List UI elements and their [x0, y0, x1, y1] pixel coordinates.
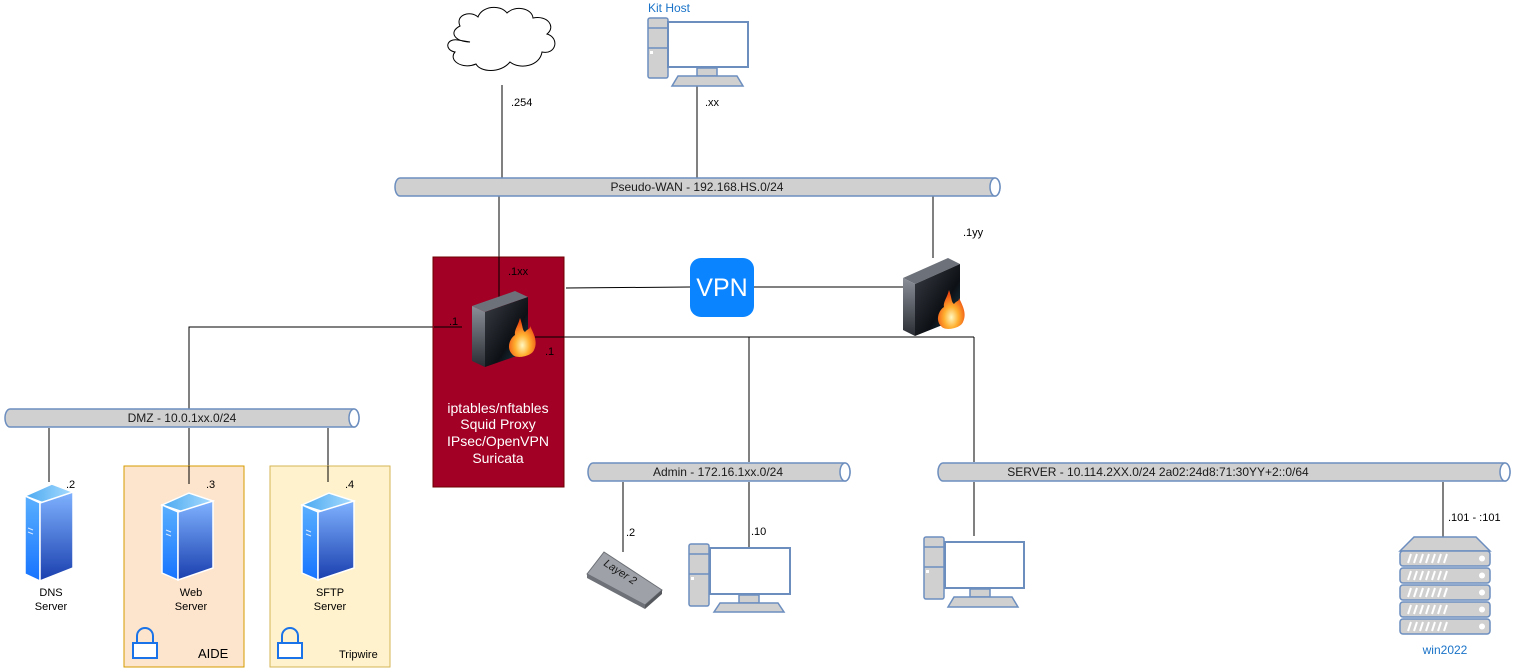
pipe-dmz-label: DMZ - 10.0.1xx.0/24 [128, 411, 237, 425]
connections [48, 85, 1444, 552]
dns-server-name-line2: Server [35, 601, 68, 613]
web-server-ip: .3 [206, 479, 215, 491]
pipe-admin: Admin - 172.16.1xx.0/24 [587, 462, 851, 482]
vpn-label: VPN [696, 274, 747, 302]
server-net-pc-icon[interactable] [923, 536, 1025, 608]
lock-icon [132, 627, 158, 659]
pipe-pseudo-wan: Pseudo-WAN - 192.168.HS.0/24 [394, 177, 1001, 197]
kit-host-ip-label: .xx [705, 97, 720, 109]
admin-pc-icon[interactable] [688, 543, 791, 613]
layer2-switch-icon[interactable]: Layer 2 [586, 551, 663, 609]
sftp-server-ip: .4 [345, 479, 354, 491]
fw-main-wan-ip: .1xx [508, 266, 529, 278]
cloud-ip-label: .254 [511, 97, 532, 109]
kit-host-computer-icon[interactable] [647, 17, 749, 87]
sftp-server-name-line2: Server [314, 601, 347, 613]
dns-server-name-line1: DNS [39, 587, 62, 599]
kit-host-label: Kit Host [648, 1, 691, 15]
pipe-server-label: SERVER - 10.114.2XX.0/24 2a02:24d8:71:30… [1007, 465, 1309, 479]
zone-aide-label: AIDE [198, 646, 229, 661]
rack-units [1399, 550, 1491, 635]
vpn-icon[interactable]: VPN [690, 258, 754, 317]
service-iptables: iptables/nftables [447, 400, 548, 416]
layer2-switch-ip: .2 [626, 527, 635, 539]
dns-server-icon[interactable] [23, 483, 75, 583]
web-server-name-line1: Web [180, 587, 202, 599]
firewall-main-icon[interactable] [472, 291, 536, 367]
wire-fw-dmz [188, 326, 462, 409]
dns-server-ip: .2 [66, 479, 75, 491]
admin-pc-ip: .10 [751, 526, 766, 538]
pipe-dmz: DMZ - 10.0.1xx.0/24 [4, 408, 360, 428]
sftp-server-name-line1: SFTP [316, 587, 344, 599]
win2022-name: win2022 [1422, 643, 1468, 657]
fw-remote-wan-ip: .1yy [963, 227, 984, 239]
win2022-rack-server-icon[interactable] [1398, 536, 1492, 635]
pipe-server: SERVER - 10.114.2XX.0/24 2a02:24d8:71:30… [937, 462, 1511, 482]
firewall-remote-icon[interactable] [903, 258, 965, 336]
lock-icon [277, 627, 303, 659]
pipe-admin-label: Admin - 172.16.1xx.0/24 [653, 465, 783, 479]
internet-cloud-icon [447, 6, 556, 71]
service-ipsec-openvpn: IPsec/OpenVPN [447, 433, 549, 449]
pipe-pseudo-wan-label: Pseudo-WAN - 192.168.HS.0/24 [611, 180, 784, 194]
service-suricata: Suricata [472, 450, 524, 466]
sftp-server-icon[interactable] [299, 492, 357, 582]
zone-tripwire-label: Tripwire [339, 649, 378, 661]
firewall-services-list: iptables/nftables Squid Proxy IPsec/Open… [447, 400, 549, 466]
web-server-icon[interactable] [159, 492, 216, 582]
web-server-name-line2: Server [175, 601, 208, 613]
wire-fw-vpn [565, 286, 691, 289]
fw-main-lan-ip: .1 [545, 346, 554, 358]
service-squid: Squid Proxy [460, 416, 535, 432]
win2022-ip: .101 - :101 [1448, 512, 1501, 524]
fw-main-dmz-ip: .1 [449, 316, 458, 328]
